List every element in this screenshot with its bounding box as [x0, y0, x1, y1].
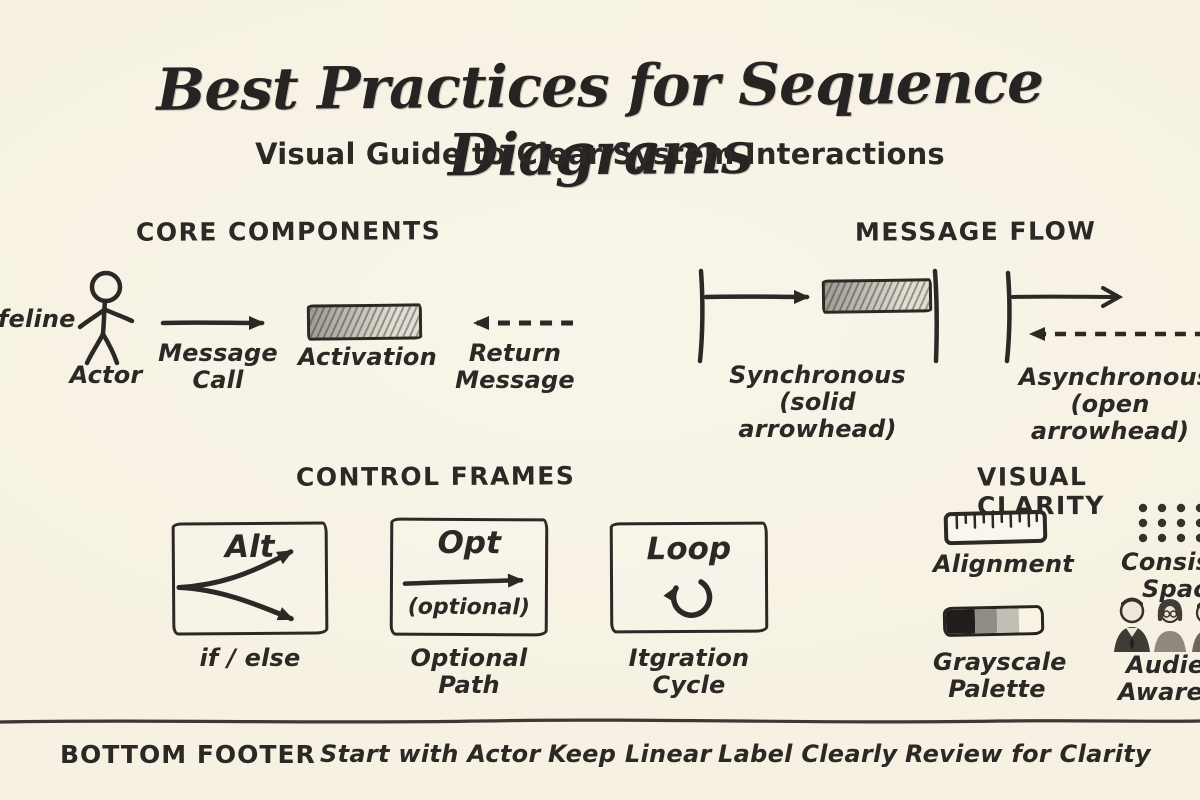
footer-item-label-clearly: Label Clearly [718, 740, 898, 768]
async-lifeline-bar [1004, 270, 1012, 364]
grayscale-label-line1: Grayscale [933, 648, 1067, 676]
page-title: Best Practices for Sequence Diagrams [156, 48, 1044, 190]
async-solid-arrow-icon [1011, 285, 1124, 308]
message-call-label-line1: Message [158, 339, 278, 367]
opt-frame-note: (optional) [407, 594, 530, 621]
alt-frame: Alt [171, 521, 329, 636]
message-call-label: Message Call [155, 340, 281, 394]
asynchronous-sublabel: (open arrowhead) [1030, 390, 1190, 445]
alignment-label: Alignment [933, 550, 1074, 578]
sync-activation-bar [821, 278, 933, 314]
activation-bar [306, 303, 423, 341]
asynchronous-label: Asynchronous [1018, 363, 1200, 391]
sync-lifeline-right-bar [932, 268, 939, 364]
page-subtitle: Visual Guide to Clear System Interaction… [255, 137, 945, 171]
grayscale-swatch-white [1018, 608, 1042, 633]
loop-cycle-icon [663, 579, 713, 618]
activation-label: Activation [298, 343, 437, 371]
synchronous-sublabel: (solid arrowhead) [738, 388, 897, 443]
loop-frame-title: Loop [646, 530, 732, 568]
audience-icon [1114, 597, 1200, 652]
return-message-arrow-icon [473, 316, 573, 330]
loop-frame: Loop [609, 521, 769, 634]
actor-label: Actor [69, 361, 143, 389]
core-components-heading: CORE COMPONENTS [135, 216, 442, 247]
lifeline-label: Lifeline [0, 305, 76, 333]
footer-brand: BOTTOM FOOTER [60, 740, 316, 769]
grayscale-swatch-light-gray [997, 608, 1020, 633]
actor-icon [77, 270, 135, 366]
grayscale-label-line2: Palette [948, 675, 1046, 703]
audience-label-line2: Awareness [1118, 678, 1200, 706]
message-call-arrow-icon [160, 315, 265, 330]
dots-grid-icon [1138, 503, 1200, 543]
return-message-label-line2: Message [455, 366, 575, 394]
consistent-spacing-label-line2: Spacing [1142, 575, 1200, 603]
alt-frame-caption: if / else [199, 644, 301, 672]
grayscale-swatch-black [945, 609, 975, 634]
control-frames-heading: CONTROL FRAMES [295, 461, 576, 492]
message-call-label-line2: Call [192, 366, 244, 394]
audience-label-line1: Audience [1126, 651, 1200, 679]
grayscale-swatch-dark-gray [974, 608, 998, 634]
footer-item-review-for-clarity: Review for Clarity [905, 740, 1151, 768]
opt-arrow-icon [402, 573, 524, 588]
message-flow-heading: MESSAGE FLOW [854, 216, 1097, 247]
return-message-label: Return Message [450, 340, 580, 394]
footer-divider-line [0, 718, 1200, 724]
footer-item-start-with-actor: Start with Actor [320, 740, 541, 768]
opt-frame: Opt (optional) [389, 517, 549, 637]
synchronous-label: Synchronous [729, 361, 906, 389]
opt-frame-caption: Optional Path [410, 644, 528, 699]
sync-arrow-icon [703, 289, 810, 304]
ruler-icon [943, 509, 1048, 546]
grayscale-palette-icon [942, 604, 1045, 638]
sync-lifeline-left-bar [697, 268, 705, 364]
loop-frame-caption: Itgration Cycle [628, 644, 750, 699]
alt-fork-icon [176, 549, 295, 622]
consistent-spacing-label-line1: Consistent [1121, 548, 1200, 576]
return-message-label-line1: Return [468, 339, 562, 367]
footer-item-keep-linear: Keep Linear [548, 740, 712, 768]
async-dashed-arrow-icon [1029, 327, 1200, 341]
